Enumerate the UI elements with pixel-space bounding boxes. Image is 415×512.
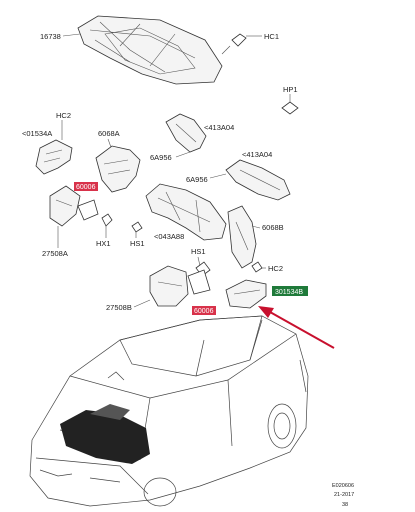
pointer-arrow: [258, 306, 335, 349]
trim-413a04-right: [225, 159, 291, 201]
label-hood-insulator: 16738: [40, 32, 61, 41]
label-043a88: <043A88: [154, 232, 184, 241]
highlight-left-label: 60006: [76, 184, 96, 191]
label-hc2-right: HC2: [268, 264, 283, 273]
label-27508b: 27508B: [106, 303, 132, 312]
clip-small: [77, 199, 99, 221]
panel-043a88: [145, 183, 227, 241]
hc2-fastener-right: [251, 261, 263, 273]
label-hx1: HX1: [96, 239, 111, 248]
highlight-mid[interactable]: [192, 306, 216, 315]
trim-413a04-top: [165, 113, 207, 153]
label-27508a: 27508A: [42, 249, 68, 258]
engine-bay-highlight: [60, 404, 150, 464]
highlight-right-label: 301534B: [275, 289, 303, 296]
bracket-27508a: [49, 185, 81, 227]
bracket-27508b: [149, 265, 189, 307]
footer-page: 38: [342, 502, 348, 508]
bracket-01534b: [225, 279, 267, 309]
footer-date: 21-2017: [334, 492, 354, 498]
hx1-fastener: [101, 213, 113, 227]
bracket-01534a: [35, 139, 73, 175]
label-413a04-top: <413A04: [204, 123, 234, 132]
label-413a04-right: <413A04: [242, 150, 272, 159]
footer-code: E020606: [332, 483, 354, 489]
label-hc1: HC1: [264, 32, 279, 41]
panel-6068a: [95, 145, 141, 193]
clip-mid: [187, 269, 211, 295]
label-01534a: <01534A: [22, 129, 52, 138]
panel-6068b: [227, 205, 257, 269]
highlight-right[interactable]: [272, 286, 308, 296]
label-6068b: 6068B: [262, 223, 284, 232]
vehicle-illustration: [29, 315, 309, 507]
label-hp1: HP1: [283, 85, 298, 94]
hp1-pad: [281, 101, 299, 115]
hs1-fastener-left: [131, 221, 143, 233]
label-6068a: 6068A: [98, 129, 120, 138]
label-hc2-top: HC2: [56, 111, 71, 120]
highlight-mid-label: 60006: [194, 308, 214, 315]
label-hs1-left: HS1: [130, 239, 145, 248]
hc1-fastener: [221, 33, 262, 55]
label-hs1-mid: HS1: [191, 247, 206, 256]
hood-insulator-part: [77, 15, 223, 85]
highlight-left[interactable]: [74, 182, 98, 191]
label-6a956-right: 6A956: [186, 175, 208, 184]
label-6a956-left: 6A956: [150, 153, 172, 162]
